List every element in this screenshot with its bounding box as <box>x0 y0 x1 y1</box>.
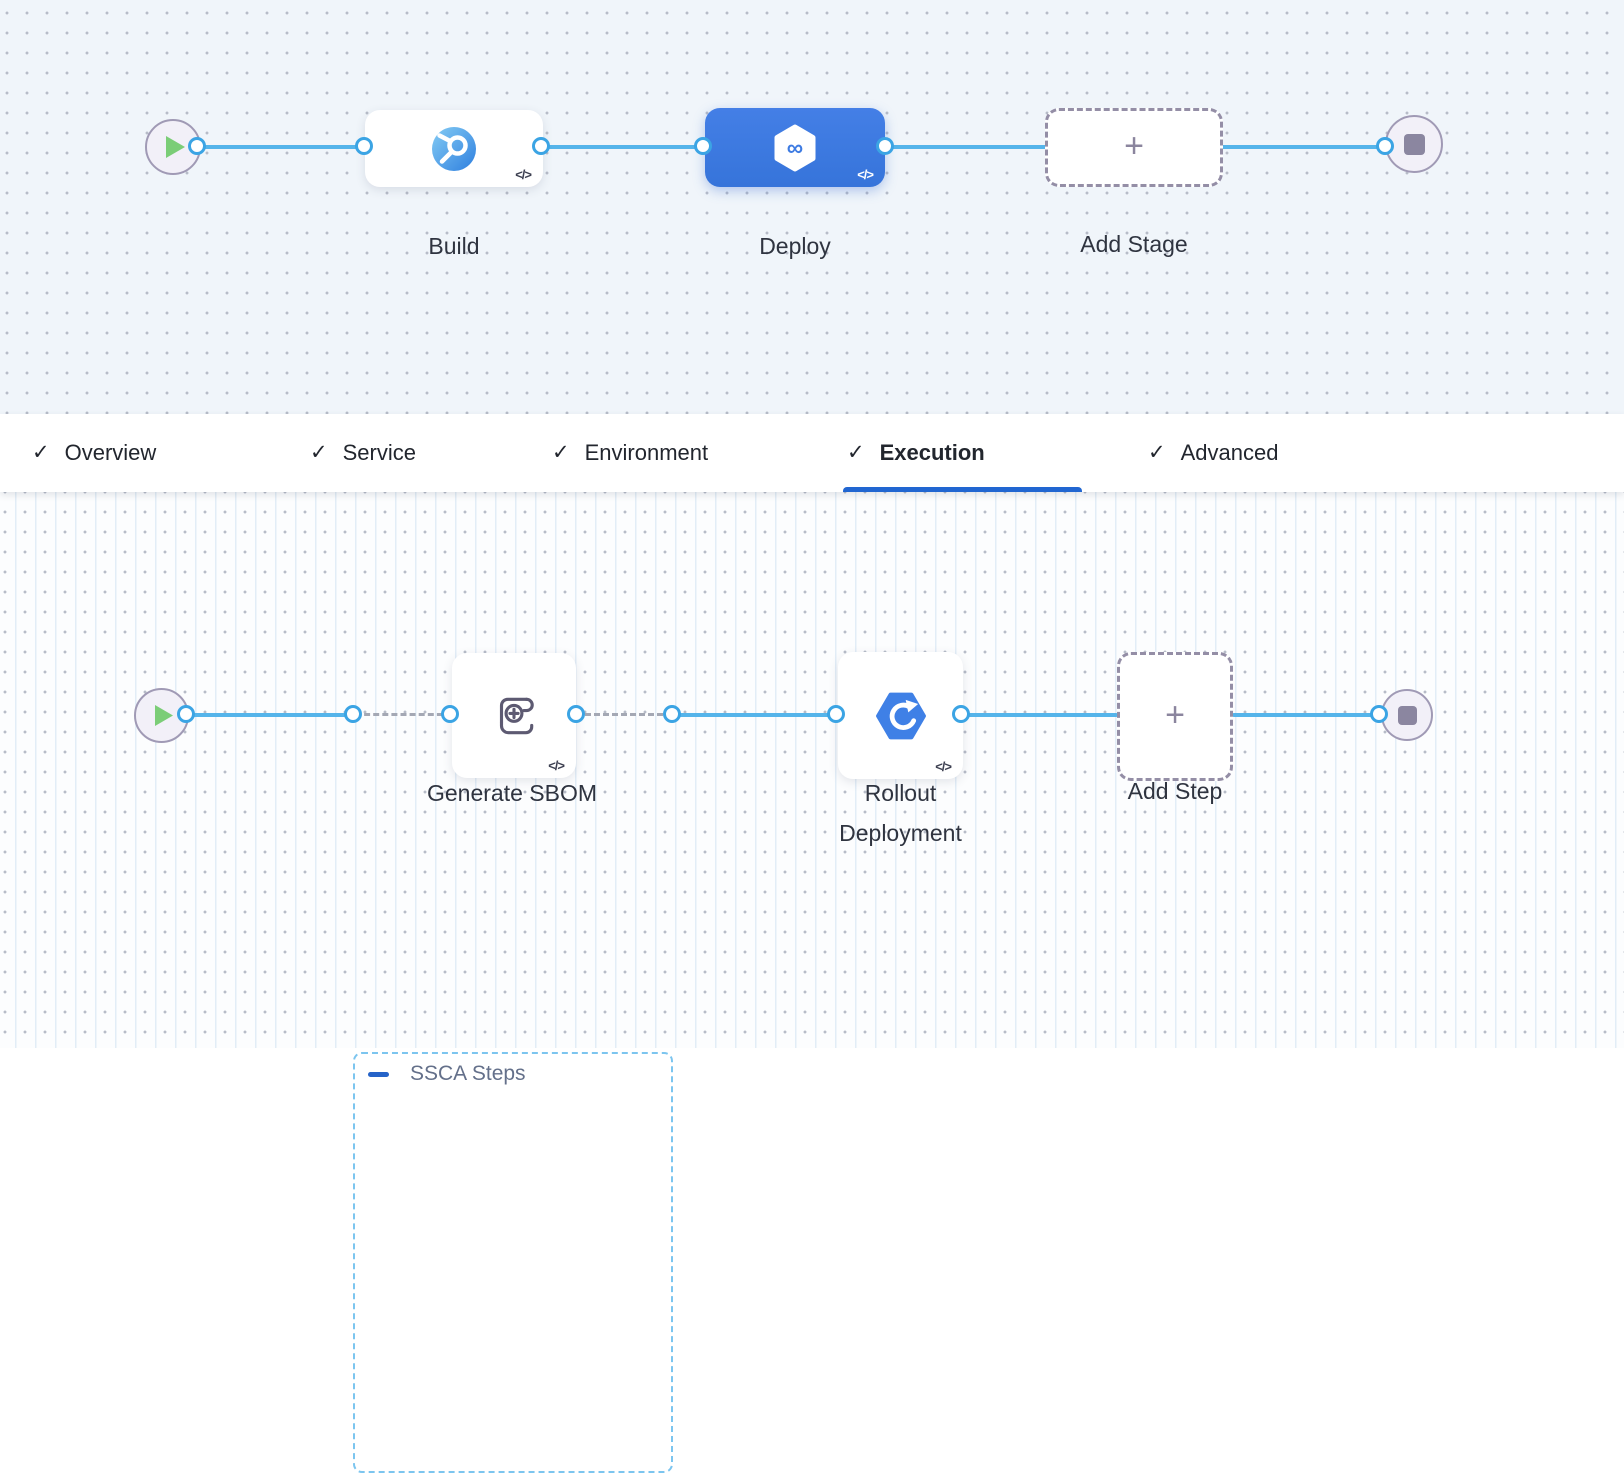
tab-environment[interactable]: ✓ ✓ Environment <box>552 414 708 492</box>
port[interactable] <box>952 705 970 723</box>
connector-group-sbom <box>355 713 452 716</box>
plus-icon: + <box>1124 126 1144 165</box>
step-end-node[interactable] <box>1381 689 1433 741</box>
port[interactable] <box>663 705 681 723</box>
port[interactable] <box>876 137 894 155</box>
connector-group-rollout <box>672 713 840 717</box>
stage-end-node[interactable] <box>1385 115 1443 173</box>
port[interactable] <box>532 137 550 155</box>
step-label-rollout: Rollout Deployment <box>798 773 1003 854</box>
port[interactable] <box>177 705 195 723</box>
step-label-add-step: Add Step <box>1127 778 1223 804</box>
svg-text:∞: ∞ <box>787 134 803 160</box>
rollout-label-line2: Deployment <box>839 820 962 847</box>
step-label-generate-sbom: Generate SBOM <box>426 780 598 806</box>
check-icon: ✓ <box>310 440 328 464</box>
stage-label-add-stage: Add Stage <box>1080 231 1188 257</box>
port[interactable] <box>694 137 712 155</box>
stage-card-build[interactable]: </> <box>365 110 543 187</box>
connector-addstep-end <box>1232 713 1383 717</box>
code-icon[interactable]: </> <box>857 167 874 182</box>
active-tab-indicator <box>843 487 1082 492</box>
add-stage-button[interactable]: + <box>1045 108 1223 187</box>
tab-service[interactable]: ✓ Service <box>310 414 416 492</box>
stop-icon <box>1403 133 1425 155</box>
tab-advanced[interactable]: ✓ Advanced <box>1148 414 1278 492</box>
port[interactable] <box>355 137 373 155</box>
cd-deploy-icon: ∞ <box>774 124 816 171</box>
play-icon <box>166 136 185 158</box>
rollout-deployment-icon <box>875 692 926 739</box>
ci-build-icon <box>432 126 476 171</box>
step-card-rollout-deployment[interactable]: </> <box>838 652 963 779</box>
code-icon[interactable]: </> <box>935 759 952 774</box>
plus-icon: + <box>1165 695 1185 734</box>
tab-label: Advanced <box>1180 440 1279 465</box>
port[interactable] <box>441 705 459 723</box>
collapse-group-icon[interactable] <box>368 1071 389 1077</box>
code-icon[interactable]: </> <box>515 167 532 182</box>
tab-overview[interactable]: ✓ Overview <box>32 414 156 492</box>
stage-label-build: Build <box>428 233 480 259</box>
step-group-header: SSCA Steps <box>368 1062 526 1086</box>
connector-sbom-groupedge <box>576 713 672 716</box>
connector-addstage-end <box>1221 145 1387 149</box>
stage-config-tabbar: ✓ Overview ✓ Service ✓ ✓ Environment ✓ E… <box>0 414 1624 492</box>
tab-execution[interactable]: ✓ Execution <box>847 414 985 492</box>
port[interactable] <box>188 137 206 155</box>
check-icon: ✓ <box>32 440 50 464</box>
connector-deploy-addstage <box>883 145 1047 149</box>
port[interactable] <box>1370 705 1388 723</box>
rollout-label-line1: Rollout <box>864 780 937 806</box>
step-group-title: SSCA Steps <box>410 1062 526 1085</box>
check-icon: ✓ <box>847 440 865 464</box>
sbom-scroll-icon <box>499 697 534 734</box>
connector-rollout-addstep <box>960 713 1118 717</box>
tab-label: Service <box>342 440 416 465</box>
tab-label: Overview <box>64 440 157 465</box>
tab-label: Environment <box>584 440 709 465</box>
port[interactable] <box>344 705 362 723</box>
port[interactable] <box>1376 137 1394 155</box>
port[interactable] <box>827 705 845 723</box>
code-icon[interactable]: </> <box>548 758 565 773</box>
port[interactable] <box>567 705 585 723</box>
connector-start-group <box>188 713 355 717</box>
stage-canvas[interactable]: </> ∞ </> + Build Deploy Add Stage <box>0 0 1624 414</box>
tab-label: Execution <box>879 440 985 465</box>
connector-build-deploy <box>541 145 706 149</box>
step-group-ssca[interactable]: SSCA Steps <box>353 1052 673 1473</box>
stop-icon <box>1397 705 1417 725</box>
check-icon: ✓ <box>552 440 570 464</box>
play-icon <box>155 705 173 726</box>
check-icon: ✓ <box>1148 440 1166 464</box>
add-step-button[interactable]: + <box>1117 652 1233 781</box>
step-card-generate-sbom[interactable]: </> <box>452 653 576 778</box>
stage-label-deploy: Deploy <box>759 233 831 259</box>
connector-start-build <box>197 145 367 149</box>
execution-canvas[interactable]: SSCA Steps </> </> + <box>0 492 1624 1473</box>
stage-card-deploy[interactable]: ∞ </> <box>705 108 885 187</box>
